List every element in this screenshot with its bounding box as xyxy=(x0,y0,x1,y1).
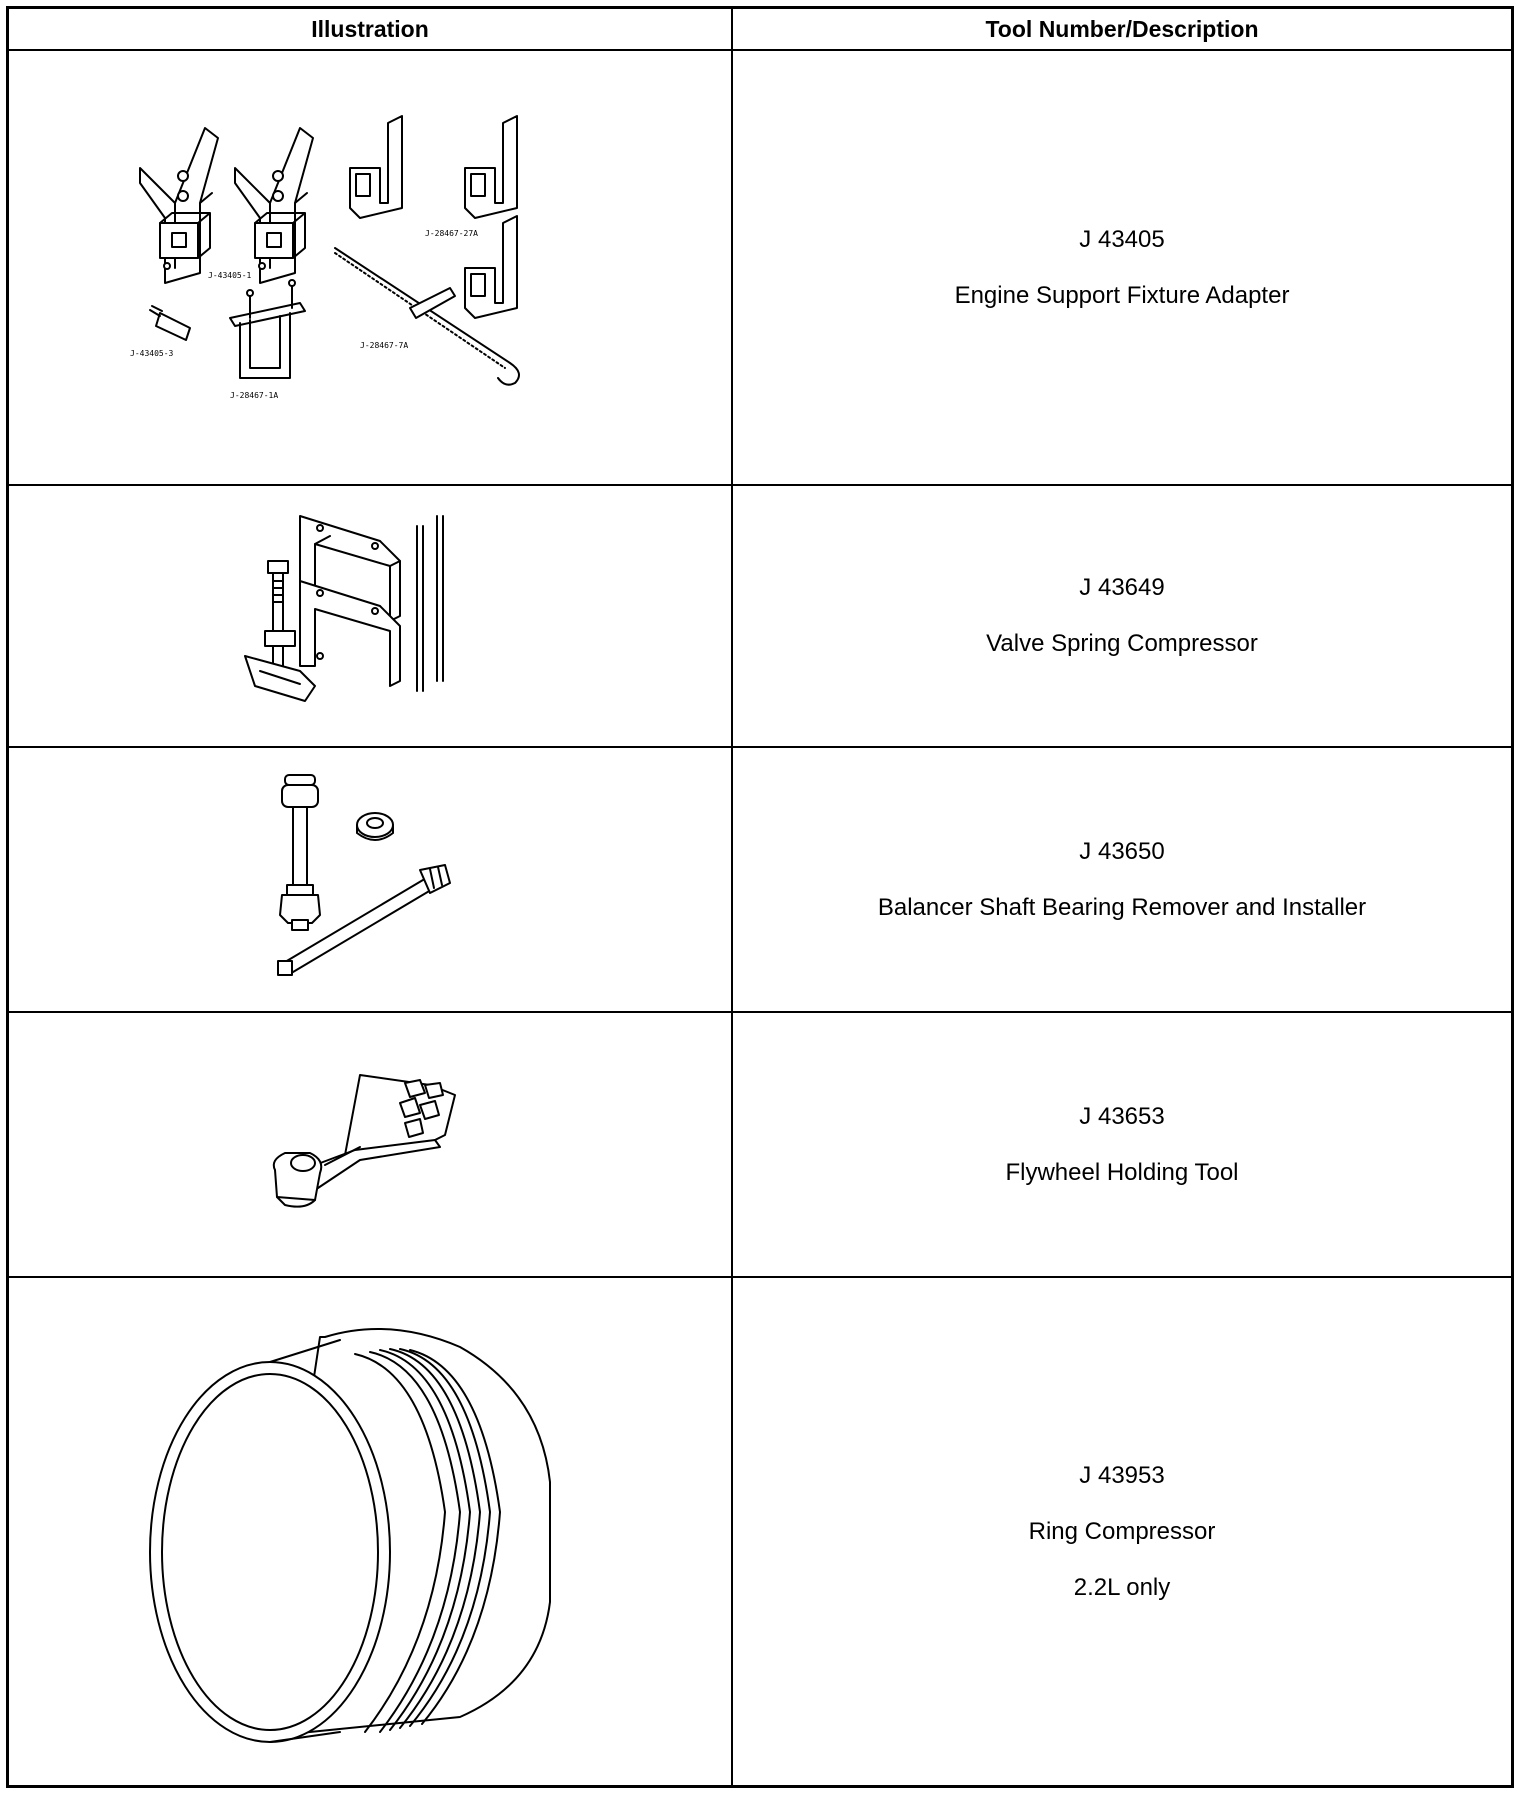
hook-bracket-1 xyxy=(349,114,403,219)
tool-note: 2.2L only xyxy=(1073,1573,1171,1601)
ring-compressor-illustration xyxy=(149,1327,551,1743)
callout-j43405-3: J-43405-3 xyxy=(130,349,174,358)
illustration-cell: J-43405-1 J-43405-3 xyxy=(9,51,733,484)
tool-description: Engine Support Fixture Adapter xyxy=(954,281,1290,309)
bracket-right xyxy=(234,126,314,284)
description-cell: J 43649 Valve Spring Compressor xyxy=(733,486,1511,746)
tool-description: Flywheel Holding Tool xyxy=(1005,1158,1239,1186)
u-bolt-j28467-1a xyxy=(229,278,306,379)
bracket-left xyxy=(139,126,219,284)
hook-bracket-2 xyxy=(464,114,518,219)
balancer-shaft-bearing-tool-illustration xyxy=(277,773,451,976)
table-header-row: Illustration Tool Number/Description xyxy=(9,9,1511,51)
callout-j28467-27a: J-28467-27A xyxy=(425,229,478,238)
tool-description: Valve Spring Compressor xyxy=(986,630,1258,657)
illustration-cell xyxy=(9,486,733,746)
flywheel-holding-tool-illustration xyxy=(272,1073,456,1208)
description-cell: J 43405 Engine Support Fixture Adapter xyxy=(733,51,1511,484)
description-cell: J 43953 Ring Compressor 2.2L only xyxy=(733,1278,1511,1785)
header-tool-description: Tool Number/Description xyxy=(985,15,1259,42)
tool-number: J 43649 xyxy=(1079,574,1165,601)
illustration-cell xyxy=(9,1278,733,1785)
description-cell: J 43650 Balancer Shaft Bearing Remover a… xyxy=(733,748,1511,1011)
table-row: J 43953 Ring Compressor 2.2L only xyxy=(9,1278,1511,1785)
engine-support-fixture-adapter-illustration: J-43405-1 J-43405-3 xyxy=(130,114,520,400)
tool-number: J 43650 xyxy=(1079,837,1165,865)
hook-bracket-3 xyxy=(464,214,518,319)
table-row: J 43653 Flywheel Holding Tool xyxy=(9,1013,1511,1278)
tool-number: J 43653 xyxy=(1079,1102,1165,1130)
table-row: J 43650 Balancer Shaft Bearing Remover a… xyxy=(9,748,1511,1013)
illustration-cell xyxy=(9,1013,733,1276)
threaded-rod-j28467-7a xyxy=(334,246,520,386)
tool-description: Ring Compressor xyxy=(1028,1517,1216,1545)
table-row: J-43405-1 J-43405-3 xyxy=(9,51,1511,486)
table-row: J 43649 Valve Spring Compressor xyxy=(9,486,1511,748)
tool-number: J 43405 xyxy=(1079,225,1165,253)
description-cell: J 43653 Flywheel Holding Tool xyxy=(733,1013,1511,1276)
callout-j28467-1a: J-28467-1A xyxy=(230,391,278,400)
callout-j28467-7a: J-28467-7A xyxy=(360,341,408,350)
tool-number: J 43953 xyxy=(1079,1461,1165,1489)
tool-description: Balancer Shaft Bearing Remover and Insta… xyxy=(877,893,1367,921)
valve-spring-compressor-illustration xyxy=(244,515,444,702)
header-illustration: Illustration xyxy=(9,9,733,49)
callout-j43405-1: J-43405-1 xyxy=(208,271,252,280)
special-tools-table: Illustration Tool Number/Description J-4… xyxy=(6,6,1514,1788)
illustration-cell xyxy=(9,748,733,1011)
pin-j43405-3 xyxy=(149,304,191,341)
